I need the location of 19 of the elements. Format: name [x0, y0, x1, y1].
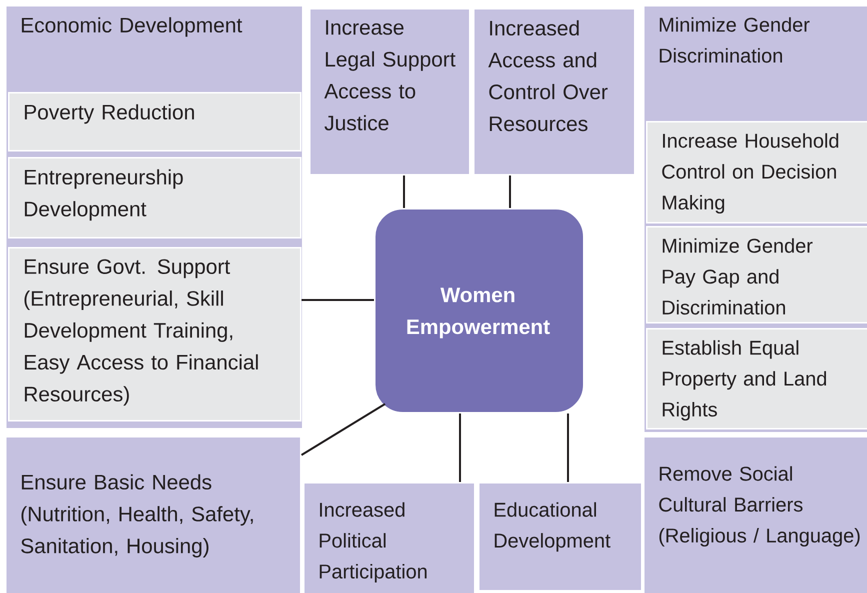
- topic-box: Establish Equal Property and Land Rights: [646, 328, 867, 430]
- connector-line: [403, 176, 405, 208]
- connector-line: [302, 299, 374, 301]
- topic-box: Educational Development: [478, 482, 642, 592]
- topic-box: Poverty Reduction: [8, 92, 302, 152]
- topic-box: Ensure Govt. Support (Entrepreneurial, Skill Development Training, Easy Access to Financial Resources): [8, 247, 302, 422]
- center-box: Women Empowerment: [374, 208, 584, 414]
- topic-box: Increased Access and Control Over Resources: [473, 8, 636, 176]
- topic-box: Ensure Basic Needs (Nutrition, Health, Safety, Sanitation, Housing): [5, 436, 302, 593]
- topic-box: Increase Legal Support Access to Justice: [309, 8, 470, 176]
- connector-line: [459, 414, 461, 482]
- topic-box: Minimize Gender Pay Gap and Discrimination: [646, 226, 867, 324]
- topic-box: Increased Political Participation: [303, 482, 476, 593]
- topic-box: Entrepreneurship Development: [8, 157, 302, 238]
- connector-line: [567, 414, 569, 482]
- connector-line: [509, 176, 511, 208]
- topic-box: Increase Household Control on Decision Making: [646, 121, 867, 224]
- topic-box: Remove Social Cultural Barriers (Religious / Language): [643, 436, 867, 593]
- connector-line: [301, 403, 386, 456]
